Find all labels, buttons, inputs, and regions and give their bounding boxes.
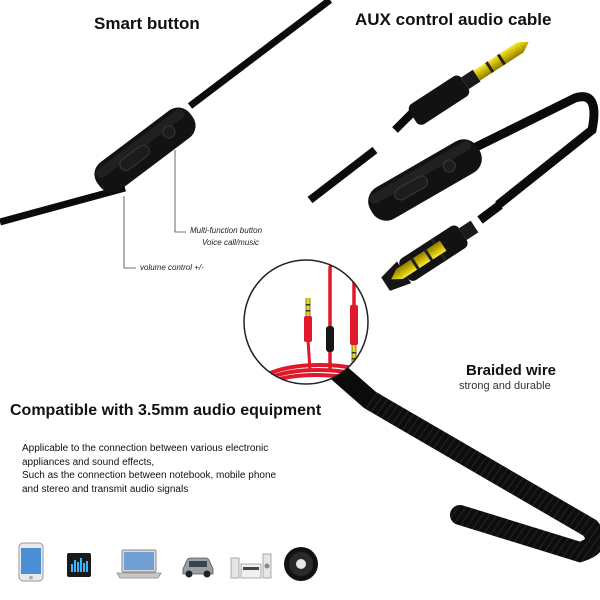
voice-call-label: Voice call/music — [202, 238, 260, 247]
description-line-3: Such as the connection between notebook,… — [22, 470, 277, 481]
description-line-2: appliances and sound effects, — [22, 456, 155, 468]
smartphone-icon — [18, 542, 44, 582]
stereo-speaker-icon — [230, 553, 272, 579]
description-line-4: and stereo and transmit audio signals — [22, 483, 189, 495]
aux-cable — [307, 41, 600, 563]
braided-wire-title: Braided wire — [466, 362, 557, 379]
smart-button-cable — [0, 0, 333, 269]
strong-durable-label: strong and durable — [459, 380, 551, 392]
description-line-1: Applicable to the connection between var… — [22, 443, 269, 454]
red-cable-inset — [243, 259, 369, 385]
car-icon — [182, 557, 214, 578]
round-speaker-icon — [284, 547, 318, 581]
description: Applicable to the connection between var… — [22, 442, 276, 496]
media-player-icon — [67, 553, 91, 577]
compatible-title: Compatible with 3.5mm audio equipment — [10, 402, 322, 419]
volume-control-label: volume control +/- — [140, 263, 204, 272]
laptop-icon — [116, 549, 162, 579]
aux-cable-title: AUX control audio cable — [355, 10, 552, 29]
multi-function-label: Multi-function button — [190, 226, 263, 235]
smart-button-title: Smart button — [94, 14, 200, 33]
